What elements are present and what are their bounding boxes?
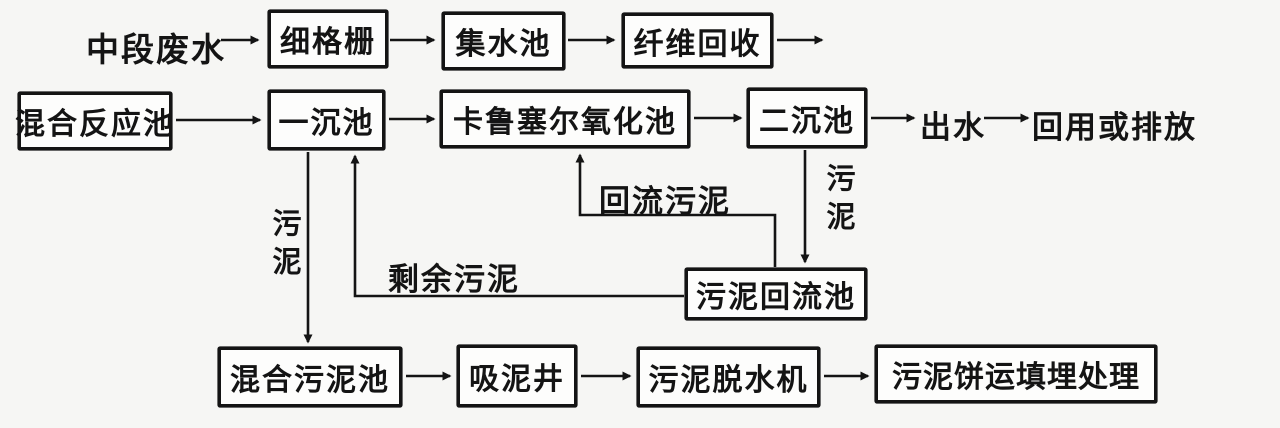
influent-label: 中段废水 (86, 30, 226, 69)
node-sludge-cake-landfill-disposal: 污泥饼运填埋处理 (875, 345, 1157, 403)
surplus-sludge-label: 剩余污泥 (388, 262, 520, 298)
node-mixed-sludge-tank: 混合污泥池 (218, 347, 402, 407)
node-fine-screen: 细格栅 (268, 10, 388, 68)
node-sludge-suction-well: 吸泥井 (457, 345, 577, 407)
node-carrousel-oxidation-tank: 卡鲁塞尔氧化池 (440, 90, 690, 148)
node-sludge-return-tank: 污泥回流池 (685, 268, 867, 320)
return-sludge-label: 回流污泥 (599, 184, 731, 220)
node-collection-tank: 集水池 (442, 12, 565, 70)
node-mixing-reaction-tank: 混合反应池 (15, 92, 173, 150)
node-secondary-sedimentation-tank: 二沉池 (747, 88, 867, 148)
node-fiber-recovery: 纤维回收 (622, 13, 773, 68)
primary-sludge-label: 污泥 (268, 208, 302, 284)
effluent-label: 出水 (920, 110, 986, 146)
reuse-or-discharge-label: 回用或排放 (1032, 110, 1197, 146)
secondary-sludge-label: 污泥 (822, 163, 856, 239)
node-sludge-dewatering-machine: 污泥脱水机 (637, 347, 820, 407)
node-primary-sedimentation-tank: 一沉池 (268, 90, 385, 150)
